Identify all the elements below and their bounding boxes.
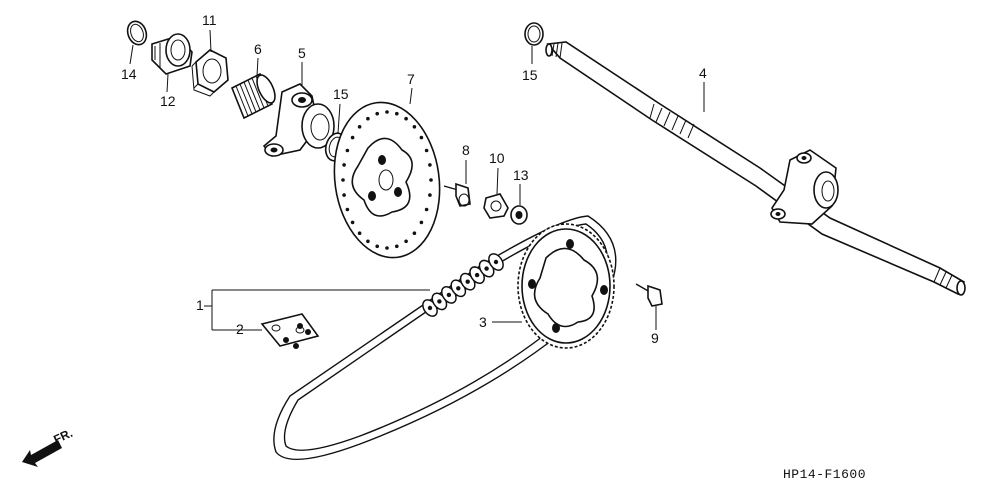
callout-4: 4 [699,65,707,81]
disc-hole [419,135,424,140]
disc-hole [350,220,355,225]
disc-hole [342,163,346,167]
callout-14: 14 [121,66,137,82]
hub-part-5 [262,62,335,157]
front-direction-arrow-icon: FR. [22,426,75,467]
chain-pin [484,266,489,271]
disc-hole [424,148,429,153]
disc-hole [350,135,355,140]
chain-pin [446,292,452,298]
disc-hole [341,178,345,182]
disc-hole [345,148,350,153]
axle-shaft-part-4 [545,41,966,296]
sprocket-part-3 [517,223,615,349]
callout-9: 9 [651,330,659,346]
disc-hole [404,239,408,244]
chain-pin [474,272,480,278]
disc-hole [395,244,399,249]
disc-hole [375,111,380,116]
callout-12: 12 [160,93,176,109]
bolt-part-9 [635,283,663,330]
chain-pin [493,259,499,265]
callout-8: 8 [462,142,470,158]
disc-hole [385,110,389,114]
snap-ring-part-14 [126,20,148,65]
callout-leaders [204,289,522,331]
disc-hole [424,207,429,212]
disc-hole [404,116,408,121]
disc-hole [357,125,362,129]
chain-pin [465,279,470,284]
callout-5: 5 [298,45,306,61]
threaded-collar-part-6 [230,57,276,120]
disc-hole [357,231,362,235]
master-link-part-2 [260,313,320,349]
chain-pin [437,299,442,304]
disc-hole [385,246,389,250]
callout-11: 11 [202,12,217,28]
disc-hole [342,193,346,197]
disc-hole [429,178,433,182]
brake-disc-part-7 [333,87,441,259]
callout-15-right: 15 [522,67,538,83]
callout-6: 6 [254,41,262,57]
disc-hole [345,207,350,212]
disc-hole [375,244,380,249]
callout-13: 13 [513,167,529,183]
disc-hole [428,163,432,167]
disc-hole [419,220,424,225]
disc-hole [366,239,370,244]
disc-hole [412,231,417,235]
o-ring-part-15-right [524,22,544,64]
bolt-part-8 [443,160,471,207]
nut-part-10 [483,167,509,219]
callout-labels: 1 2 3 4 5 6 7 8 9 10 11 12 13 14 15 15 [121,12,707,346]
disc-hole [412,125,417,129]
callout-3: 3 [479,314,487,330]
callout-10: 10 [489,150,505,166]
callout-2: 2 [236,321,244,337]
callout-15-left: 15 [333,86,349,102]
disc-hole [366,116,370,121]
chain-pin [427,305,433,311]
callout-1: 1 [196,297,204,313]
disc-hole [395,111,399,116]
callout-7: 7 [407,71,415,87]
front-direction-label: FR. [51,426,74,447]
disc-hole [428,193,432,197]
hex-nut-part-11 [191,29,229,97]
washer-part-13 [510,184,528,225]
chain-pin [456,286,461,291]
bearing-part-12 [151,33,193,93]
drawing-code: HP14-F1600 [783,467,866,482]
